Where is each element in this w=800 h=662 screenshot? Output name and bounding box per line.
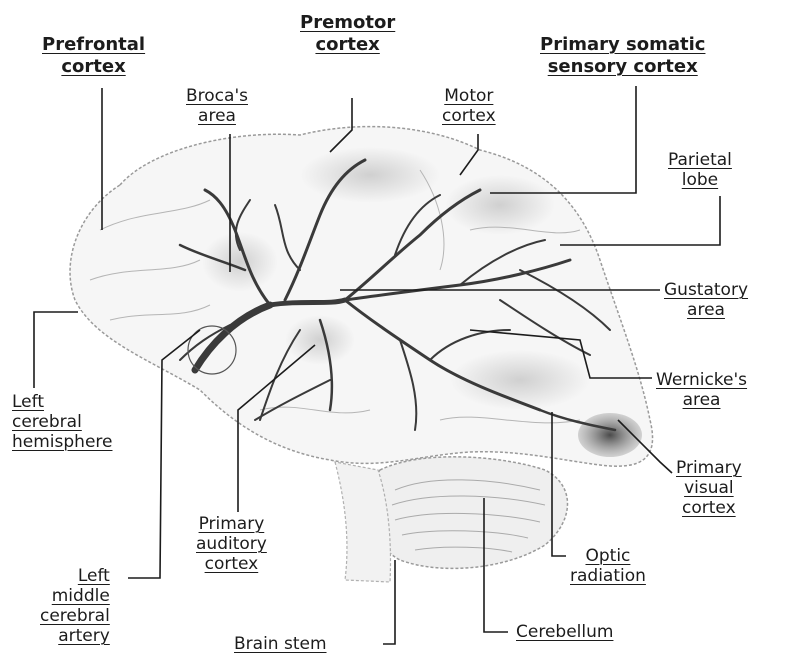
label-motor-cortex: Motor cortex — [442, 86, 496, 126]
label-wernickes-area: Wernicke's area — [656, 370, 747, 410]
label-line: Primary — [196, 514, 267, 534]
label-line: radiation — [570, 566, 646, 586]
label-line: area — [186, 106, 248, 126]
label-line: cortex — [442, 106, 496, 126]
premotor-shading — [300, 147, 440, 203]
label-line: Left — [40, 566, 110, 586]
label-line: Prefrontal — [42, 34, 145, 56]
label-primary-auditory-cortex: Primary auditory cortex — [196, 514, 267, 574]
label-brocas-area: Broca's area — [186, 86, 248, 126]
label-prefrontal-cortex: Prefrontal cortex — [42, 34, 145, 78]
label-line: cerebral — [12, 412, 112, 432]
label-left-middle-cerebral-artery: Left middle cerebral artery — [40, 566, 110, 646]
label-line: cortex — [196, 554, 267, 574]
label-line: Cerebellum — [516, 622, 613, 642]
label-line: Parietal — [668, 150, 732, 170]
label-line: area — [656, 390, 747, 410]
label-line: Brain stem — [234, 634, 327, 654]
label-parietal-lobe: Parietal lobe — [668, 150, 732, 190]
label-line: visual — [676, 478, 742, 498]
label-line: cortex — [676, 498, 742, 518]
cerebellum-shape — [370, 457, 568, 569]
label-gustatory-area: Gustatory area — [664, 280, 748, 320]
label-line: cortex — [42, 56, 145, 78]
label-left-cerebral-hemisphere: Left cerebral hemisphere — [12, 392, 112, 452]
label-line: Left — [12, 392, 112, 412]
label-optic-radiation: Optic radiation — [570, 546, 646, 586]
label-line: Broca's — [186, 86, 248, 106]
label-line: Primary somatic — [540, 34, 705, 56]
label-line: hemisphere — [12, 432, 112, 452]
label-line: Primary — [676, 458, 742, 478]
label-line: cerebral — [40, 606, 110, 626]
label-line: Premotor — [300, 12, 395, 34]
label-line: auditory — [196, 534, 267, 554]
label-primary-visual-cortex: Primary visual cortex — [676, 458, 742, 518]
label-line: area — [664, 300, 748, 320]
leader-left-hemisphere — [34, 312, 78, 388]
label-primary-somatic-sensory-cortex: Primary somatic sensory cortex — [540, 34, 705, 78]
label-cerebellum: Cerebellum — [516, 622, 613, 642]
label-line: Wernicke's — [656, 370, 747, 390]
label-line: middle — [40, 586, 110, 606]
label-line: artery — [40, 626, 110, 646]
label-line: lobe — [668, 170, 732, 190]
label-line: sensory cortex — [540, 56, 705, 78]
label-line: Gustatory — [664, 280, 748, 300]
label-line: cortex — [300, 34, 395, 56]
label-brain-stem: Brain stem — [234, 634, 327, 654]
sensory-shading — [445, 175, 555, 235]
label-premotor-cortex: Premotor cortex — [300, 12, 395, 56]
label-line: Optic — [570, 546, 646, 566]
label-line: Motor — [442, 86, 496, 106]
